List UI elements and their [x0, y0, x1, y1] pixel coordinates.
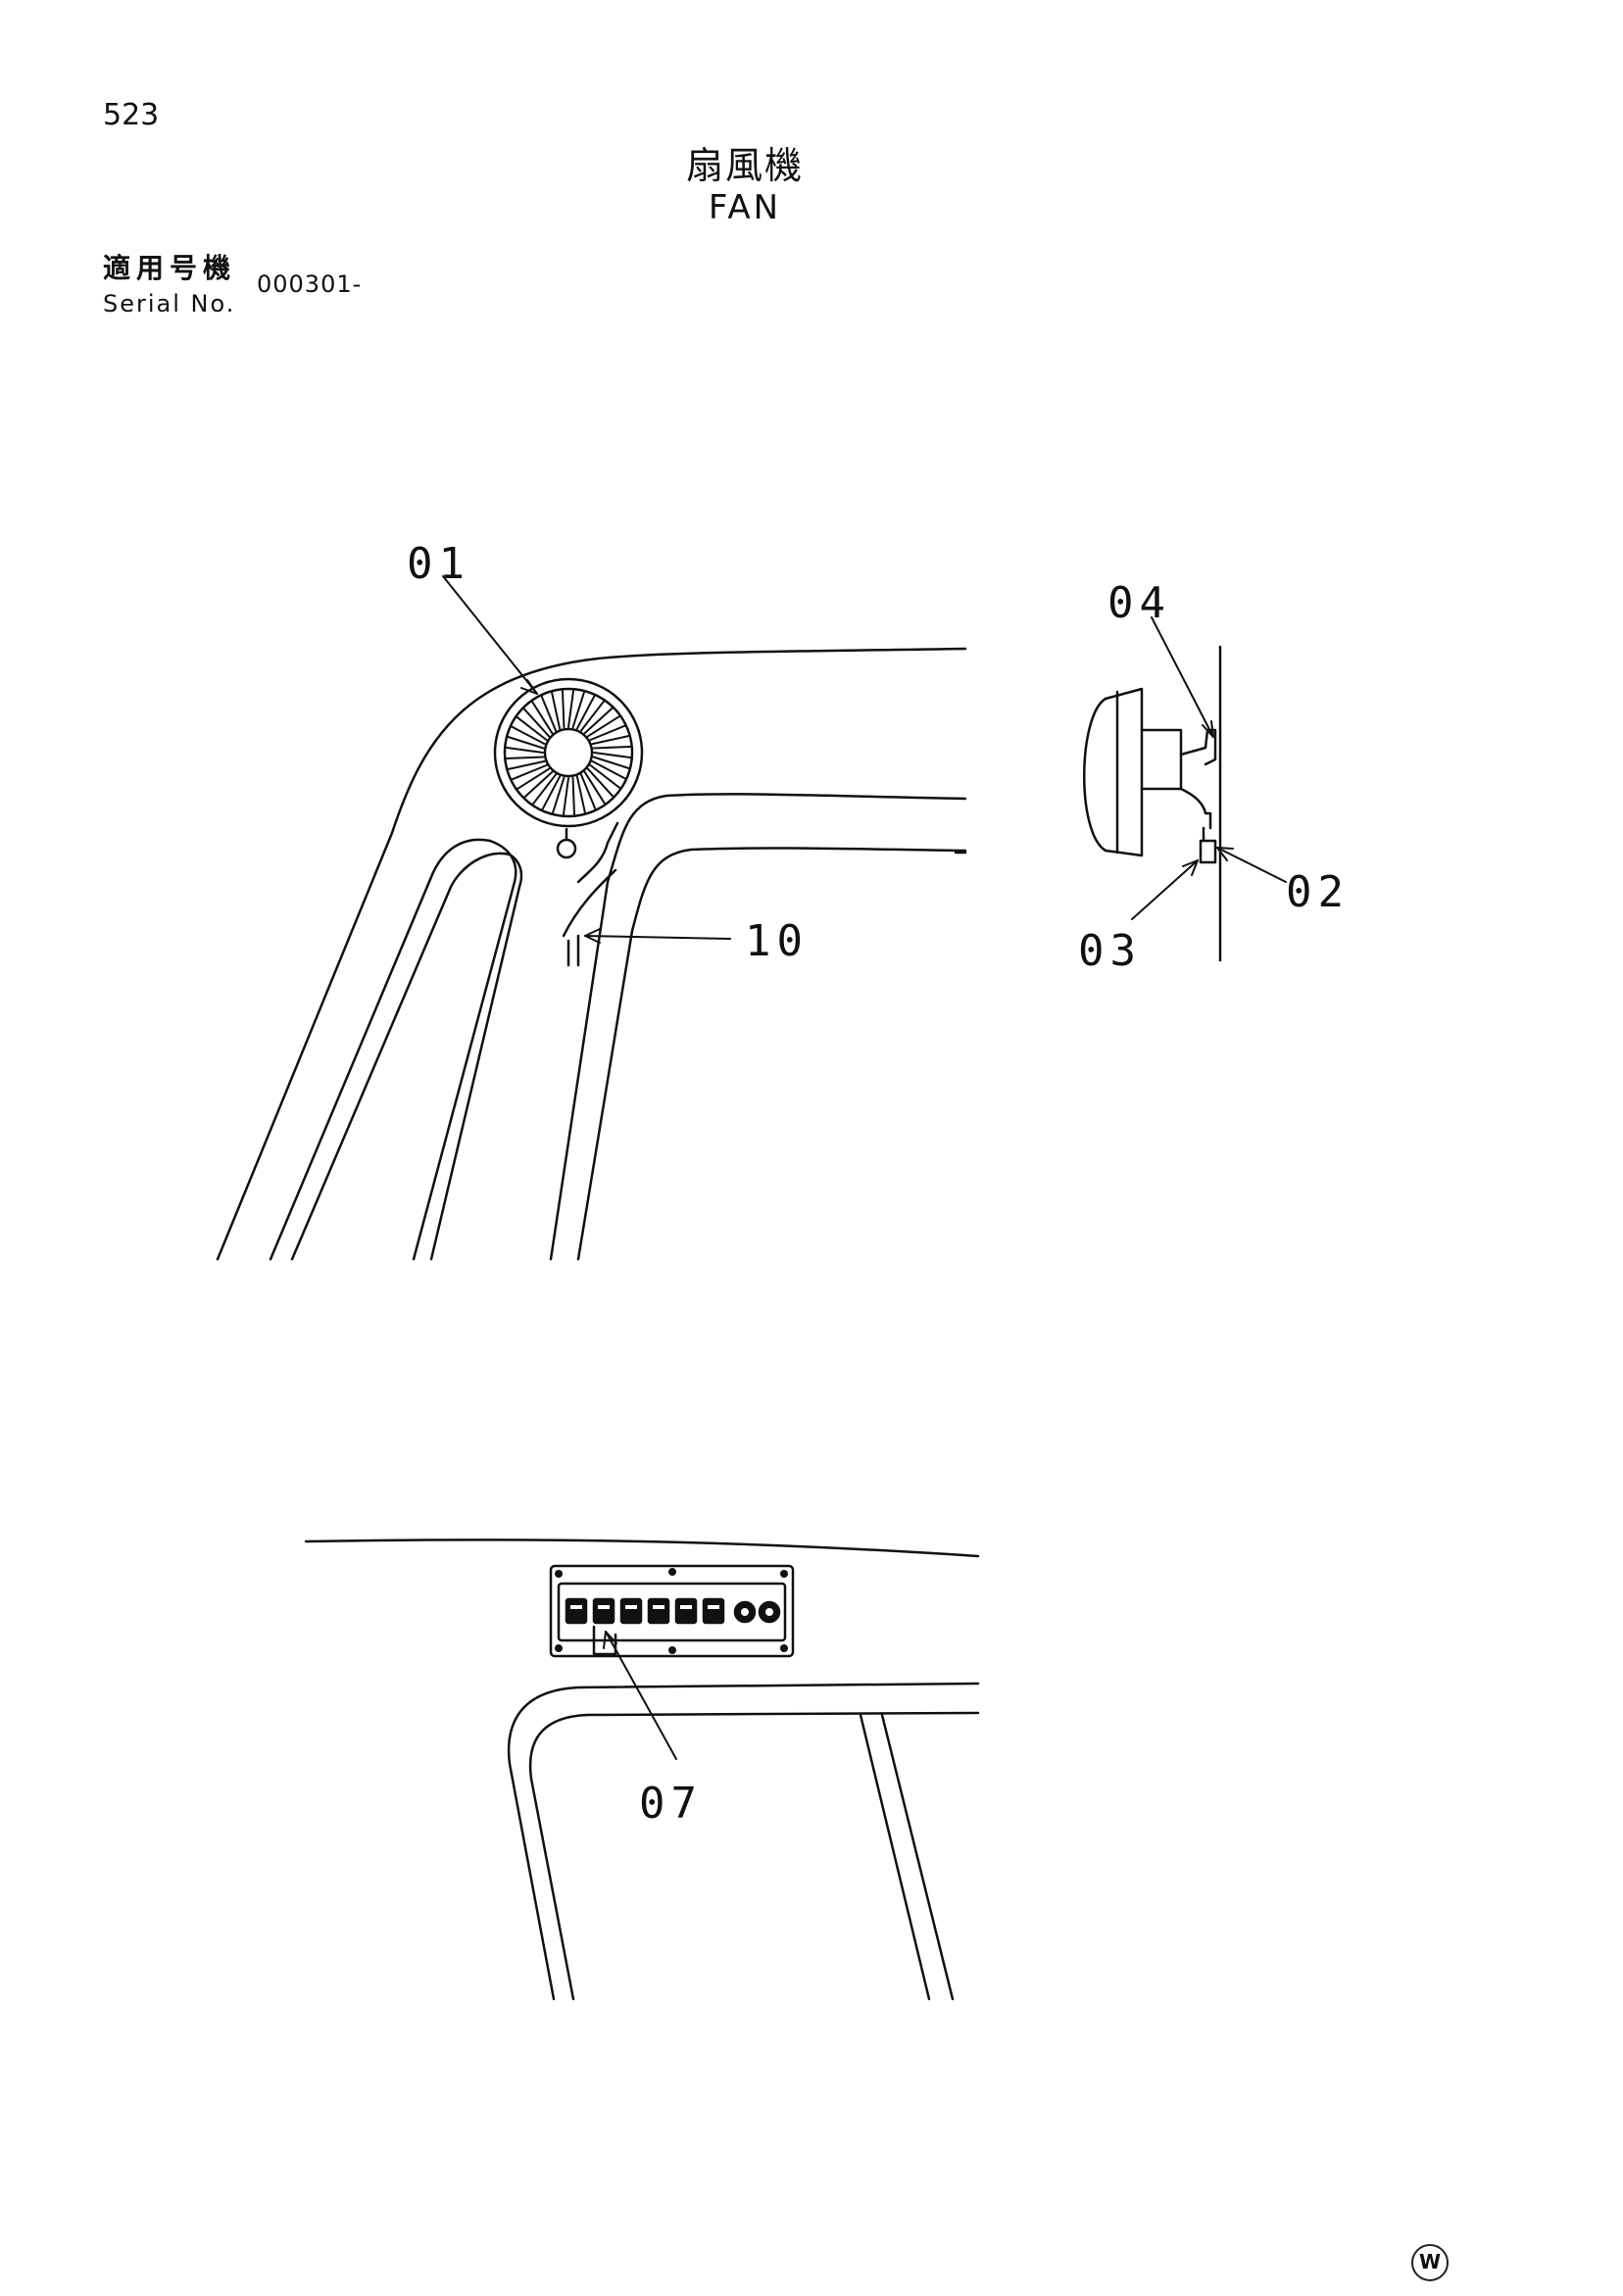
fan-blade	[505, 746, 544, 754]
fan-blade	[591, 734, 630, 746]
fan-blade	[586, 767, 615, 798]
fan-blade	[575, 775, 587, 814]
panel-screw	[780, 1570, 788, 1578]
fan-blade	[531, 773, 557, 806]
fan-blade	[516, 767, 551, 791]
fan-blade	[591, 759, 627, 780]
fan-blade	[523, 770, 554, 799]
callout-10: 10	[745, 916, 809, 966]
rocker-switch	[674, 1597, 698, 1625]
fan-blade	[540, 695, 557, 732]
fan-side-view	[1083, 645, 1222, 962]
fan-blade	[592, 756, 630, 770]
fan-blade	[586, 714, 621, 738]
serial-label-japanese: 適用号機	[103, 252, 237, 284]
page-title-english: FAN	[708, 188, 782, 227]
watermark-logo: W	[1411, 2244, 1449, 2281]
fan-blade	[550, 691, 562, 730]
fan-blade	[507, 735, 545, 750]
switch-indicator	[708, 1605, 719, 1609]
rocker-switch	[592, 1597, 615, 1625]
callout-04: 04	[1107, 578, 1171, 628]
panel-screw	[780, 1644, 788, 1652]
fan-blade	[522, 708, 551, 738]
fan-icon	[493, 677, 644, 967]
switch-indicator	[625, 1605, 637, 1609]
fan-blade	[589, 764, 621, 790]
switch-indicator	[570, 1605, 582, 1609]
callout-03: 03	[1078, 926, 1142, 976]
cab-frame-outline-top	[216, 647, 967, 1261]
fan-blade	[571, 691, 586, 729]
callout-01: 01	[407, 539, 470, 589]
switch-indicator	[598, 1605, 610, 1609]
fan-blade	[580, 700, 606, 732]
fan-blade	[511, 764, 548, 781]
fan-blade	[592, 745, 632, 750]
rocker-switch	[647, 1597, 670, 1625]
fan-blade	[505, 756, 545, 760]
serial-label-english: Serial No.	[103, 290, 236, 318]
fan-blade	[551, 776, 566, 814]
rocker-switch	[619, 1597, 643, 1625]
fan-blade	[571, 776, 576, 816]
knob-center	[765, 1608, 773, 1616]
fan-blade	[583, 770, 607, 806]
fan-blade	[516, 715, 548, 741]
switch-indicator	[653, 1605, 664, 1609]
switch-indicator	[680, 1605, 692, 1609]
fan-blade	[589, 724, 626, 741]
callout-leaders-top	[442, 575, 731, 944]
fan-blade	[580, 773, 597, 810]
page-title-japanese: 扇風機	[685, 144, 804, 187]
fan-blade	[507, 759, 546, 771]
cab-frame-outline-bottom	[304, 1539, 980, 2001]
callout-07: 07	[639, 1779, 703, 1829]
fan-blade	[593, 752, 632, 759]
callout-leaders-side	[1131, 616, 1287, 920]
fan-blade	[562, 777, 569, 816]
fan-blade	[561, 689, 566, 729]
callout-leader-bottom	[603, 1631, 677, 1760]
fan-blade	[583, 707, 614, 735]
callout-02: 02	[1286, 867, 1350, 917]
rocker-switch	[565, 1597, 588, 1625]
fan-blade	[567, 689, 575, 728]
panel-screw	[668, 1568, 676, 1576]
panel-screw	[555, 1570, 563, 1578]
page-number: 523	[103, 98, 160, 132]
fan-blade	[575, 694, 596, 730]
serial-number-value: 000301-	[257, 270, 363, 298]
panel-screw	[555, 1644, 563, 1652]
rocker-switch	[702, 1597, 725, 1625]
fan-blade	[530, 700, 554, 735]
fan-blade	[541, 775, 562, 811]
knob-center	[741, 1608, 749, 1616]
panel-screw	[668, 1646, 676, 1654]
fan-blade	[510, 725, 546, 746]
switch-panel	[549, 1564, 795, 1658]
